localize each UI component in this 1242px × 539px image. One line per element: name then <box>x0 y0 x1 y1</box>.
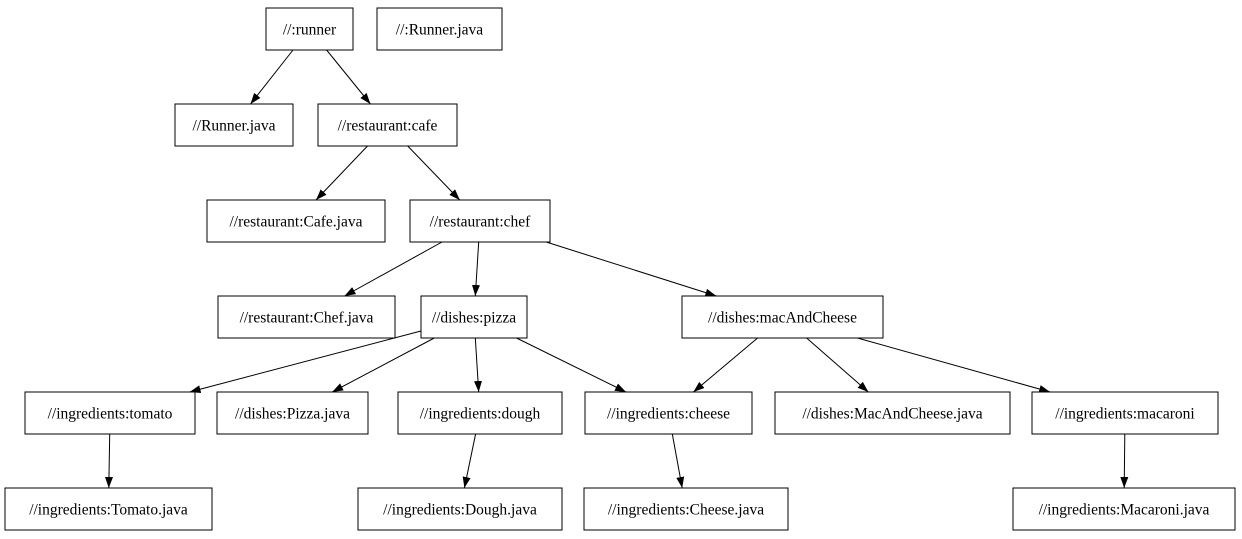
node-root-runner-java: //:Runner.java <box>376 7 503 51</box>
node-box <box>174 103 294 147</box>
node-box <box>24 391 196 435</box>
node-label: //ingredients:Tomato.java <box>29 501 188 518</box>
edge-macaroni-to-macaroni-java <box>1120 433 1129 489</box>
edge-cafe-to-chef <box>407 145 461 201</box>
edge-pizza-to-dough <box>474 337 483 393</box>
node-label: //ingredients:macaroni <box>1055 405 1195 422</box>
edge-pizza-to-tomato <box>189 330 422 394</box>
node-box <box>583 487 789 531</box>
edge-pizza-to-pizza-java <box>331 337 435 393</box>
node-macaroni-java: //ingredients:Macaroni.java <box>1012 487 1236 531</box>
node-label: //ingredients:tomato <box>48 405 173 422</box>
node-mac-and-cheese: //dishes:macAndCheese <box>681 295 884 339</box>
node-box <box>1012 487 1236 531</box>
node-pizza: //dishes:pizza <box>420 295 528 339</box>
node-box <box>584 391 753 435</box>
node-box <box>206 199 386 243</box>
node-label: //dishes:macAndCheese <box>708 309 857 326</box>
node-label: //dishes:Pizza.java <box>235 405 350 422</box>
edge-tomato-to-tomato-java <box>104 433 113 489</box>
node-label: //restaurant:cafe <box>338 117 438 134</box>
node-pizza-java: //dishes:Pizza.java <box>216 391 369 435</box>
node-box <box>1031 391 1219 435</box>
node-runner-java: //Runner.java <box>174 103 294 147</box>
node-label: //restaurant:Cafe.java <box>230 213 363 230</box>
node-label: //dishes:MacAndCheese.java <box>802 405 982 422</box>
node-box <box>357 487 563 531</box>
edge-chef-to-mac-and-cheese <box>546 241 717 297</box>
edge-runner-to-runner-java <box>250 49 294 105</box>
node-box <box>397 391 563 435</box>
node-macaroni: //ingredients:macaroni <box>1031 391 1219 435</box>
edge-mac-and-cheese-to-cheese <box>693 337 758 393</box>
node-tomato-java: //ingredients:Tomato.java <box>4 487 213 531</box>
edge-dough-to-dough-java <box>462 433 477 489</box>
node-box <box>681 295 884 339</box>
node-label: //:Runner.java <box>396 21 484 38</box>
edge-chef-to-pizza <box>471 241 480 297</box>
node-runner: //:runner <box>265 7 354 51</box>
node-label: //Runner.java <box>192 117 275 134</box>
node-cafe: //restaurant:cafe <box>317 103 458 147</box>
node-box <box>265 7 354 51</box>
nodes-layer: //:runner //:Runner.java //Runner.java //re… <box>4 7 1236 531</box>
node-box <box>216 391 369 435</box>
node-cheese-java: //ingredients:Cheese.java <box>583 487 789 531</box>
edge-cafe-to-cafe-java <box>315 145 368 201</box>
node-label: //ingredients:Macaroni.java <box>1039 501 1210 518</box>
edges-layer <box>104 49 1129 489</box>
node-box <box>317 103 458 147</box>
edge-mac-and-cheese-to-macaroni <box>857 337 1051 393</box>
node-label: //ingredients:Cheese.java <box>608 501 764 518</box>
node-label: //restaurant:Chef.java <box>240 309 374 326</box>
node-box <box>420 295 528 339</box>
edge-cheese-to-cheese-java <box>671 433 685 489</box>
node-dough: //ingredients:dough <box>397 391 563 435</box>
node-box <box>774 391 1011 435</box>
node-box <box>217 295 396 339</box>
node-mac-and-cheese-java: //dishes:MacAndCheese.java <box>774 391 1011 435</box>
edge-chef-to-chef-java <box>344 241 443 297</box>
node-box <box>4 487 213 531</box>
node-label: //ingredients:cheese <box>607 405 730 422</box>
node-label: //dishes:pizza <box>432 309 516 326</box>
edge-mac-and-cheese-to-mac-and-cheese-java <box>806 337 869 393</box>
node-label: //ingredients:dough <box>420 405 541 422</box>
node-label: //restaurant:chef <box>430 213 532 230</box>
node-label: //ingredients:Dough.java <box>383 501 537 518</box>
node-chef: //restaurant:chef <box>409 199 551 243</box>
node-dough-java: //ingredients:Dough.java <box>357 487 563 531</box>
node-box <box>376 7 503 51</box>
node-chef-java: //restaurant:Chef.java <box>217 295 396 339</box>
node-label: //:runner <box>283 21 337 38</box>
node-box <box>409 199 551 243</box>
node-tomato: //ingredients:tomato <box>24 391 196 435</box>
edge-runner-to-cafe <box>326 49 371 105</box>
node-cheese: //ingredients:cheese <box>584 391 753 435</box>
edge-pizza-to-cheese <box>516 337 627 393</box>
node-cafe-java: //restaurant:Cafe.java <box>206 199 386 243</box>
